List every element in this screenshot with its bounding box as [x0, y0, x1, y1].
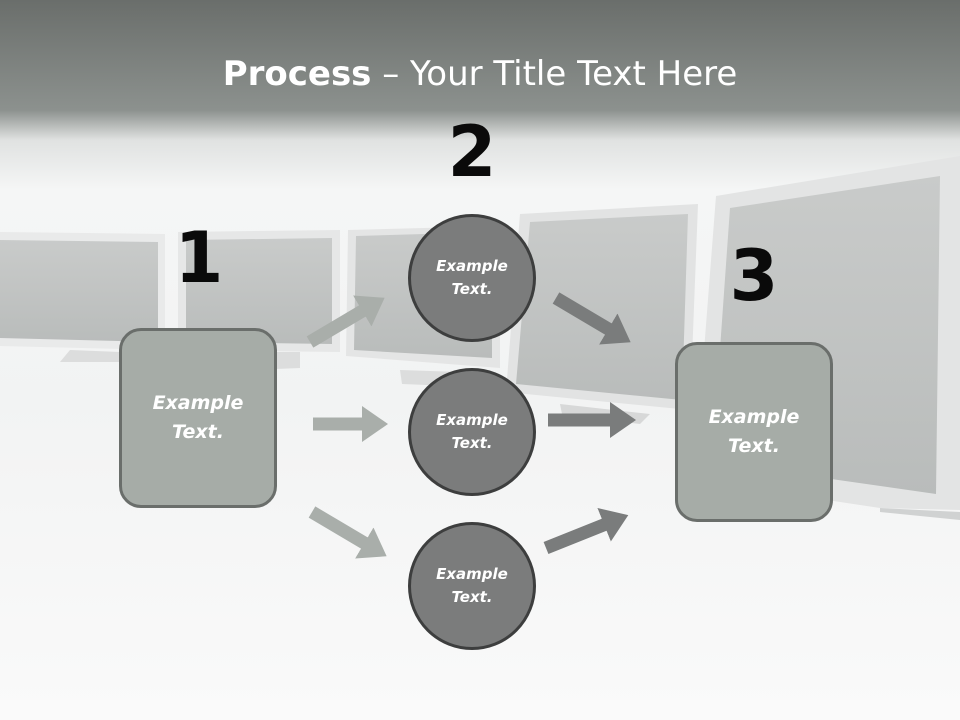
circle-top: Example Text.: [408, 214, 536, 342]
arrow-bottom-to-right: [543, 508, 629, 555]
right-box-text: Example Text.: [708, 406, 800, 457]
circle-bottom: Example Text.: [408, 522, 536, 650]
monitor-4: [506, 204, 698, 424]
arrow-left-to-top: [306, 295, 385, 348]
step-number-3: 3: [729, 235, 779, 317]
arrow-left-to-bottom: [308, 506, 387, 559]
arrow-top-to-right: [552, 292, 631, 345]
circle-bottom-text: Example Text.: [436, 565, 508, 606]
monitor-2: [178, 230, 340, 370]
title-bold: Process: [222, 54, 372, 94]
slide-title: Process – Your Title Text Here: [0, 52, 960, 96]
monitor-1: [0, 232, 165, 362]
left-box: Example Text.: [119, 328, 277, 508]
step-number-1: 1: [174, 217, 224, 299]
circle-middle: Example Text.: [408, 368, 536, 496]
circle-middle-text: Example Text.: [436, 411, 508, 452]
left-box-text: Example Text.: [152, 392, 244, 443]
step-number-2: 2: [447, 111, 497, 193]
right-box: Example Text.: [675, 342, 833, 522]
title-rest: – Your Title Text Here: [371, 54, 738, 94]
circle-top-text: Example Text.: [436, 257, 508, 298]
